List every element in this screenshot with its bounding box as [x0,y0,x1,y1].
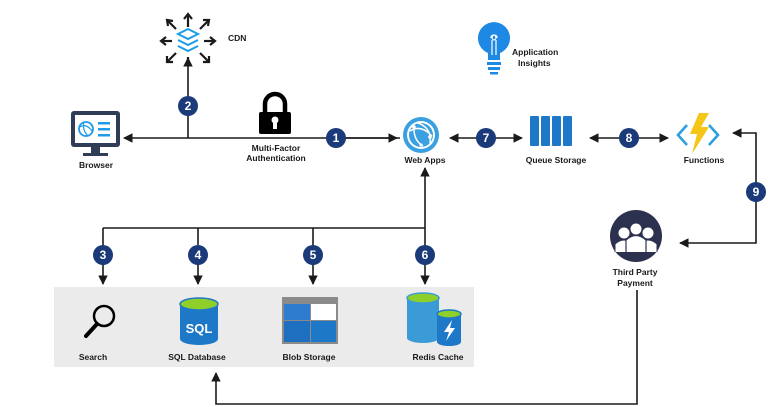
search-label: Search [79,352,107,362]
step-badge-5: 5 [303,245,323,265]
functions-label: Functions [684,155,725,165]
svg-text:1: 1 [333,131,340,145]
browser-node[interactable]: Browser [71,111,120,170]
mfa-label-line1: Multi-Factor [252,143,301,153]
sql-icon-text: SQL [186,321,213,336]
svg-text:8: 8 [626,131,633,145]
svg-text:2: 2 [185,99,192,113]
step-badges: 1 2 3 4 5 6 7 8 9 [93,96,766,265]
step-badge-9: 9 [746,182,766,202]
cdn-icon [159,12,217,64]
step-badge-2: 2 [178,96,198,116]
cdn-label: CDN [228,33,246,43]
step-badge-8: 8 [619,128,639,148]
redis-cache-node[interactable]: Redis Cache [406,292,464,362]
services-panel [54,287,474,367]
functions-node[interactable]: Functions [676,113,725,165]
sql-database-icon: SQL [179,297,219,345]
svg-text:7: 7 [483,131,490,145]
step-badge-4: 4 [188,245,208,265]
connector-thirdparty-to-sql [211,290,638,405]
svg-text:4: 4 [195,248,202,262]
padlock-icon [259,91,291,134]
browser-label: Browser [79,160,114,170]
svg-text:5: 5 [310,248,317,262]
third-party-node[interactable]: Third Party Payment [610,210,662,288]
web-apps-node[interactable]: Web Apps [403,117,446,165]
connector-functions-thirdparty [679,128,757,248]
redis-cache-icon [406,292,462,346]
globe-icon [403,117,439,153]
step-badge-1: 1 [326,128,346,148]
web-apps-label: Web Apps [404,155,445,165]
app-insights-label-line2: Insights [518,58,551,68]
queue-icon [530,116,572,146]
svg-text:6: 6 [422,248,429,262]
queue-storage-label: Queue Storage [526,155,587,165]
svg-text:3: 3 [100,248,107,262]
cdn-node[interactable]: CDN [159,12,246,64]
mfa-label-line2: Authentication [246,153,306,163]
step-badge-3: 3 [93,245,113,265]
people-group-icon [610,210,662,262]
mfa-node[interactable]: Multi-Factor Authentication [246,91,306,163]
blob-storage-icon [282,297,338,344]
sql-database-label: SQL Database [168,352,226,362]
search-node[interactable]: Search [79,304,116,362]
redis-cache-label: Redis Cache [412,352,463,362]
sql-database-node[interactable]: SQL SQL Database [168,297,226,362]
svg-text:9: 9 [753,185,760,199]
app-insights-node[interactable]: Application Insights [478,22,558,75]
step-badge-7: 7 [476,128,496,148]
blob-storage-label: Blob Storage [283,352,336,362]
third-party-label-line1: Third Party [613,267,658,277]
browser-monitor-icon [71,111,120,156]
blob-storage-node[interactable]: Blob Storage [282,297,338,362]
lightning-function-icon [676,113,720,154]
queue-storage-node[interactable]: Queue Storage [526,116,587,165]
lightbulb-icon [478,22,510,75]
magnifier-icon [84,304,116,338]
step-badge-6: 6 [415,245,435,265]
app-insights-label-line1: Application [512,47,558,57]
third-party-label-line2: Payment [617,278,653,288]
